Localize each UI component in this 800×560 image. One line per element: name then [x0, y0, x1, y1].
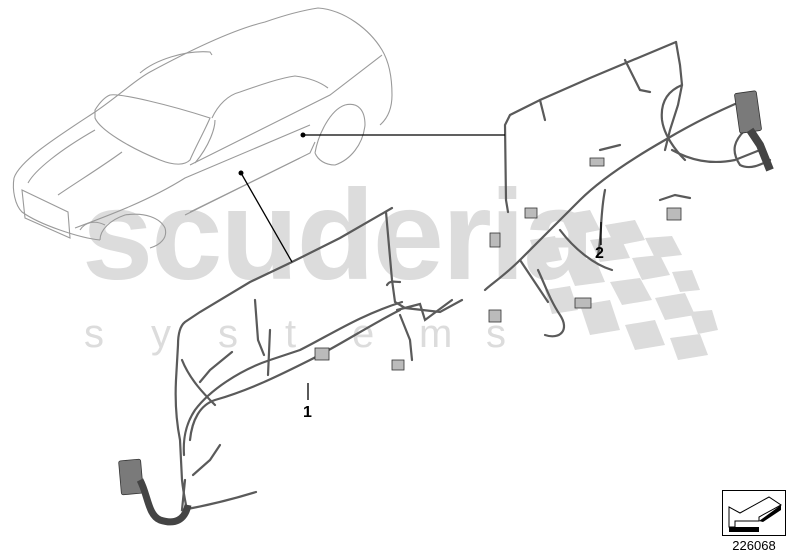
harness-2 — [503, 40, 678, 214]
watermark-brand: scuderia — [82, 164, 594, 307]
watermark-letter: s — [486, 312, 506, 356]
leader-line-1 — [240, 172, 293, 263]
watermark-letter: s — [84, 312, 104, 356]
reference-box — [722, 490, 786, 536]
diagram-number: 226068 — [732, 538, 776, 553]
watermark-letter: t — [285, 312, 297, 356]
watermark-letter: e — [352, 312, 375, 356]
arrow-left-down-icon — [728, 496, 782, 532]
callout-1[interactable]: 1 — [303, 404, 312, 421]
watermark-letter: y — [151, 312, 171, 356]
callout-2[interactable]: 2 — [595, 245, 604, 262]
watermark-letter: s — [218, 312, 238, 356]
